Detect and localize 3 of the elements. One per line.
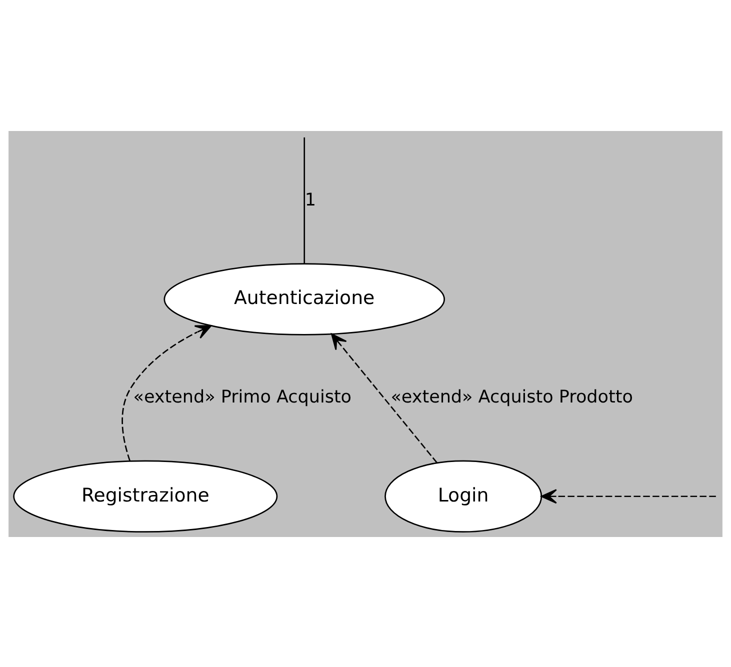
edge-label: «extend» Primo Acquisto bbox=[133, 386, 352, 407]
edge-label: «extend» Acquisto Prodotto bbox=[390, 386, 633, 407]
edge-label: 1 bbox=[304, 190, 316, 210]
